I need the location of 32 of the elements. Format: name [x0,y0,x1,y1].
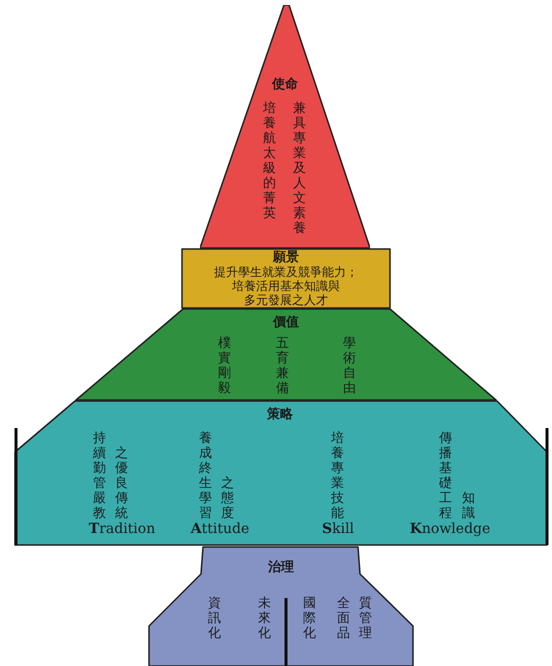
vertical-text: 傳播基礎工程 [439,431,452,521]
vertical-text: 持續勤管嚴教 [93,431,106,521]
band-title: 使命 [272,77,298,93]
vision-text: 培養活用基本知識與多元發展之人才 [231,279,341,307]
vertical-text: 培養專業技能 [331,431,344,521]
vertical-text: 質管理 [359,596,372,641]
vertical-text: 之態度 [221,476,234,521]
vertical-text: 未來化 [258,596,271,641]
vision-banner [180,247,392,310]
band-title: 願景 [273,250,299,266]
vertical-text: 兼具專業及人文素養 [293,101,306,236]
governance-band [148,546,414,666]
vertical-text: 學術自由 [343,336,356,396]
vertical-text: 培養航太級的菁英 [263,101,276,221]
vertical-text: 樸實剛毅 [218,336,231,396]
values-trapezoid [75,308,497,401]
vertical-text: 國際化 [303,596,316,641]
vertical-text: 五育兼備 [276,336,289,396]
band-title: 治理 [268,560,294,576]
band-title: 價值 [273,315,299,331]
vertical-text: 全面品 [337,596,350,641]
vertical-text: 養成終生學習 [199,431,212,521]
mission-triangle [200,5,370,250]
english-label: Knowledge [410,520,490,538]
english-label: Attitude [190,520,250,538]
vertical-text: 資訊化 [208,596,221,641]
band-title: 策略 [267,407,293,423]
vertical-text: 知識 [462,491,475,521]
vision-text: 提升學生就業及競爭能力； [214,265,358,279]
english-label: Tradition [88,520,156,538]
english-label: Skill [322,520,354,538]
vertical-text: 之優良傳統 [115,446,128,521]
